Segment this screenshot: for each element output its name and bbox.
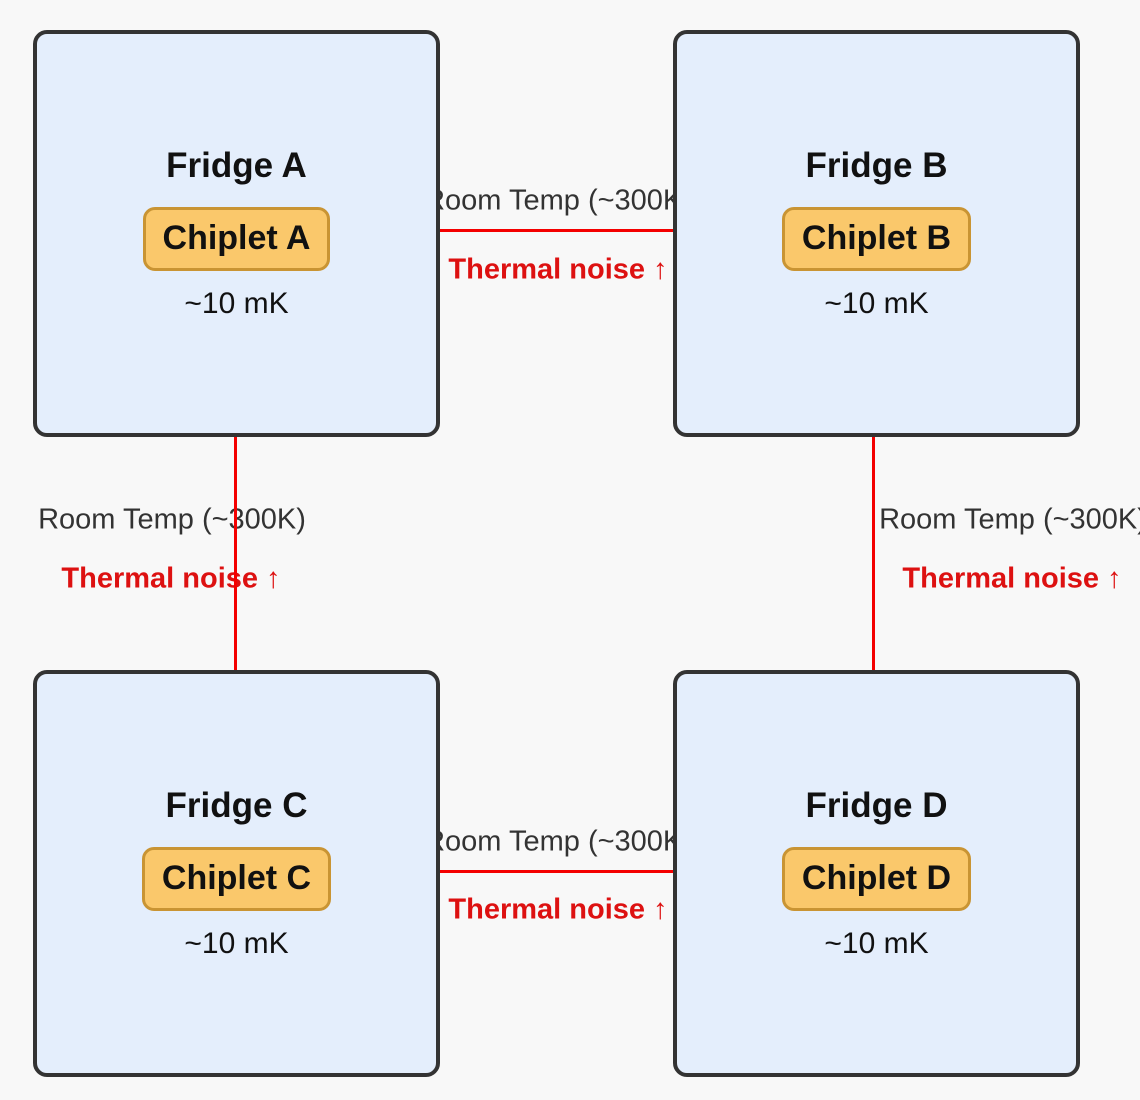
fridge-a-title: Fridge A: [166, 145, 307, 185]
fridge-b-title: Fridge B: [805, 145, 948, 185]
chiplet-a-label: Chiplet A: [162, 219, 311, 257]
room-temp-label-bd: Room Temp (~300K): [879, 503, 1140, 536]
fridge-d-temperature: ~10 mK: [824, 926, 929, 960]
connector-line-fridge-b-d: [872, 437, 875, 670]
chiplet-d-label: Chiplet D: [801, 859, 952, 897]
fridge-c-temperature: ~10 mK: [184, 926, 289, 960]
fridge-b-temperature: ~10 mK: [824, 286, 929, 320]
thermal-noise-label-ac: Thermal noise ↑: [61, 562, 281, 595]
chiplet-b-node: Chiplet B: [781, 206, 972, 271]
connector-line-fridge-a-b: [440, 229, 673, 232]
fridge-a-box: Fridge A Chiplet A ~10 mK: [33, 30, 440, 437]
chiplet-c-label: Chiplet C: [161, 859, 312, 897]
chiplet-b-label: Chiplet B: [801, 219, 952, 257]
fridge-c-box: Fridge C Chiplet C ~10 mK: [33, 670, 440, 1077]
fridge-c-title: Fridge C: [165, 785, 308, 825]
chiplet-c-node: Chiplet C: [141, 846, 332, 911]
thermal-noise-label-bd: Thermal noise ↑: [902, 562, 1122, 595]
connector-line-fridge-c-d: [440, 870, 673, 873]
fridge-b-box: Fridge B Chiplet B ~10 mK: [673, 30, 1080, 437]
room-temp-label-ac: Room Temp (~300K): [38, 503, 306, 536]
thermal-noise-label-ab: Thermal noise ↑: [448, 253, 668, 286]
fridge-d-box: Fridge D Chiplet D ~10 mK: [673, 670, 1080, 1077]
room-temp-label-cd: Room Temp (~300K): [424, 825, 692, 858]
fridge-d-title: Fridge D: [805, 785, 948, 825]
chiplet-d-node: Chiplet D: [781, 846, 972, 911]
fridge-a-temperature: ~10 mK: [184, 286, 289, 320]
thermal-noise-label-cd: Thermal noise ↑: [448, 893, 668, 926]
room-temp-label-ab: Room Temp (~300K): [424, 184, 692, 217]
connector-line-fridge-a-c: [234, 437, 237, 670]
chiplet-a-node: Chiplet A: [142, 206, 331, 271]
